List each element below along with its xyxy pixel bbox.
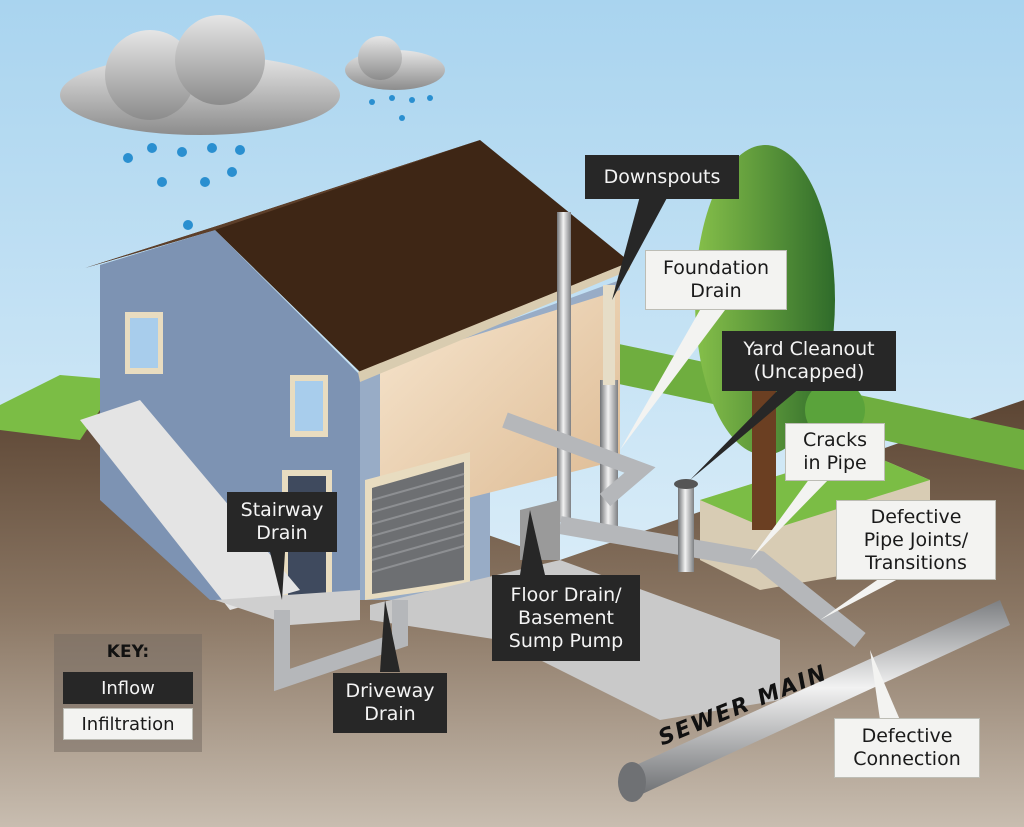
label-text: Stairway [240, 499, 324, 521]
vent-stack-pipe [557, 212, 571, 522]
sewer-main-pipe [625, 600, 1010, 795]
label-text: Defective [861, 725, 953, 747]
yard-cleanout-pipe [678, 482, 694, 572]
downspout [603, 285, 615, 385]
roof [85, 140, 630, 372]
legend-inflow: Inflow [63, 672, 193, 704]
cleanout-opening [674, 479, 698, 489]
garage-door [372, 462, 464, 594]
label-text: Drain [364, 703, 416, 725]
label-text: Driveway [345, 680, 435, 702]
label-text: Floor Drain/ [510, 583, 622, 606]
label-text: Basement [518, 606, 614, 629]
legend-infiltration: Infiltration [63, 708, 193, 740]
label-text: Foundation [662, 257, 770, 279]
label-text: Drain [256, 522, 308, 544]
label-text: Downspouts [603, 165, 721, 188]
garage-door-slats [371, 473, 465, 573]
stair-landing [215, 590, 360, 625]
raindrops [123, 95, 433, 230]
callout-pointers [270, 196, 900, 720]
label-text: Defective [870, 505, 962, 528]
legend-title: KEY: [106, 642, 150, 662]
label-text: (Uncapped) [753, 361, 865, 383]
window-upper-glass [130, 318, 158, 368]
label-text: Transitions [865, 551, 967, 574]
label-text: Drain [690, 280, 742, 302]
cloud-large [60, 15, 340, 135]
cloud-small [345, 36, 445, 90]
sewer-main-end [618, 762, 646, 802]
stair-drain-pipe [274, 600, 408, 692]
drain-pipe [502, 412, 656, 507]
label-downspouts: Downspouts [585, 155, 739, 199]
label-text: Connection [853, 748, 961, 770]
stairs [80, 400, 300, 610]
label-text: Cracks [802, 429, 868, 451]
label-text: Pipe Joints/ [863, 528, 969, 551]
label-yard-cleanout: Yard Cleanout(Uncapped) [722, 331, 896, 391]
lateral-pipe [558, 516, 866, 648]
legend: KEY: Inflow Infiltration [54, 634, 202, 752]
label-text: Sump Pump [508, 629, 624, 652]
label-text: in Pipe [803, 452, 867, 474]
label-text: Yard Cleanout [743, 338, 875, 360]
window-lower-glass [295, 381, 323, 431]
